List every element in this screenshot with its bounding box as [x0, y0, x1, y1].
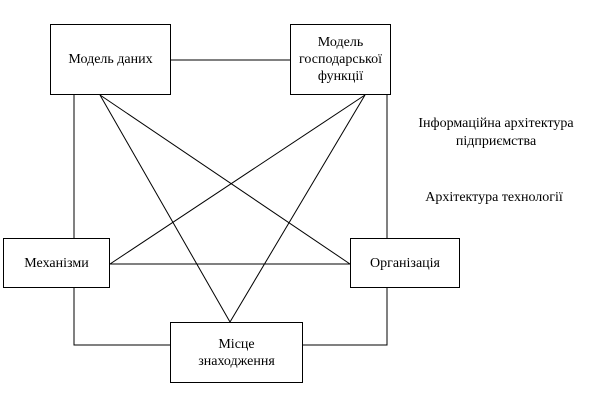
edge-business-location [229, 94, 366, 323]
label-information-architecture: Інформаційна архітектура підприємства [418, 116, 574, 149]
edge-business-mechanisms [109, 94, 366, 265]
node-mechanisms: Механізми [3, 238, 110, 288]
edge-data-organization [99, 94, 351, 265]
node-location-label: Місце знаходження [198, 336, 275, 369]
node-business-function-model-label: Модель господарської функції [299, 35, 382, 84]
node-location: Місце знаходження [170, 322, 303, 383]
node-organization-label: Організація [369, 255, 440, 271]
node-data-model-label: Модель даних [68, 52, 153, 67]
node-mechanisms-label: Механізми [24, 255, 89, 271]
node-organization: Організація [350, 238, 460, 288]
edge-organization-location [303, 288, 388, 346]
node-data-model: Модель даних [50, 24, 171, 95]
node-business-function-model: Модель господарської функції [290, 24, 391, 95]
edge-data-location [99, 94, 231, 323]
edge-mechanisms-location [73, 288, 170, 346]
label-technology-architecture: Архітектура технології [425, 190, 563, 205]
